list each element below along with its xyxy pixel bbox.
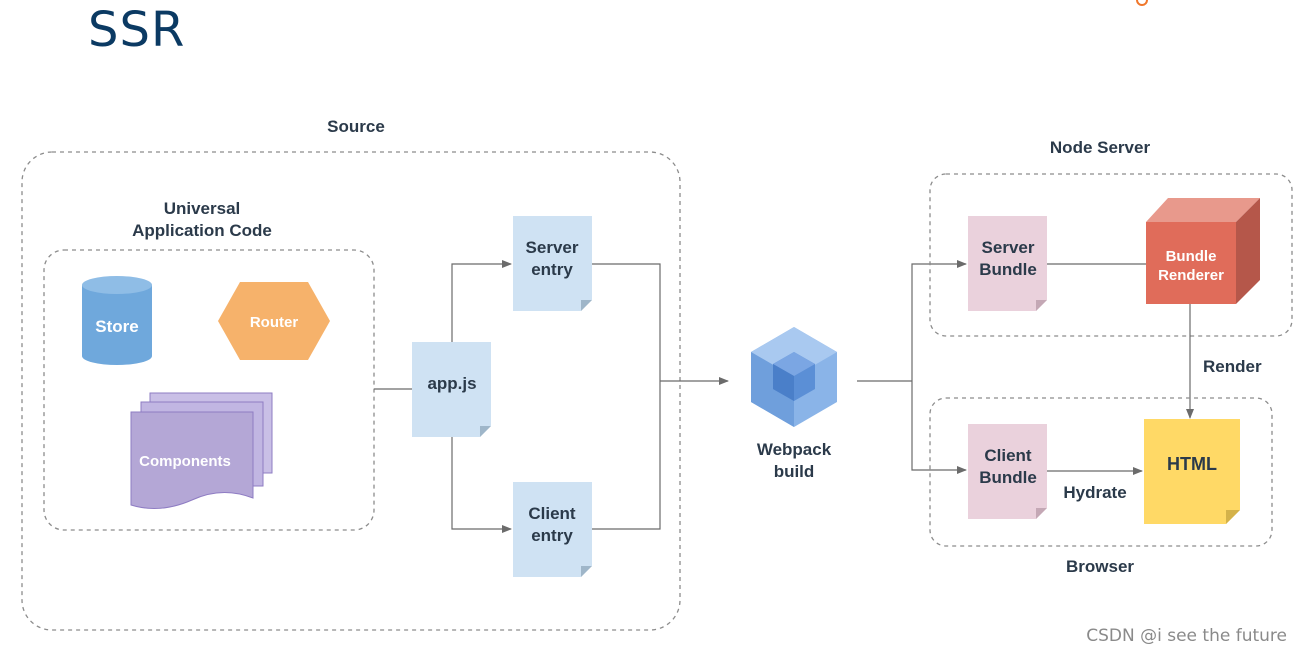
- components-stack-icon: [130, 392, 273, 510]
- client-bundle-label-line2: Bundle: [979, 468, 1037, 487]
- webpack-label-line2: build: [774, 462, 815, 481]
- bundle-renderer-box-icon: [1146, 198, 1260, 304]
- hydrate-label: Hydrate: [1063, 483, 1126, 502]
- html-document-icon: [1144, 419, 1240, 524]
- router-hexagon-icon: [218, 282, 330, 360]
- client-entry-document-icon: [513, 482, 592, 577]
- browser-frame: [929, 397, 1273, 547]
- server-entry-label-line1: Server: [526, 238, 579, 257]
- client-bundle-document-icon: [968, 424, 1047, 519]
- client-entry-label-line1: Client: [528, 504, 576, 523]
- store-label: Store: [95, 317, 138, 336]
- universal-label-line2: Application Code: [132, 221, 272, 240]
- source-group-frame: [21, 151, 681, 631]
- corner-logo-icon: [1136, 0, 1148, 6]
- server-bundle-label-line2: Bundle: [979, 260, 1037, 279]
- universal-code-frame: [43, 249, 375, 531]
- universal-label-line1: Universal: [164, 199, 241, 218]
- page-title: SSR: [88, 2, 186, 58]
- bundle-renderer-label-line2: Renderer: [1158, 267, 1224, 284]
- client-bundle-label-line1: Client: [984, 446, 1032, 465]
- browser-label: Browser: [1066, 557, 1134, 576]
- store-database-icon: [82, 276, 152, 365]
- server-entry-label-line2: entry: [531, 260, 573, 279]
- webpack-label-line1: Webpack: [757, 440, 832, 459]
- server-bundle-label-line1: Server: [982, 238, 1035, 257]
- webpack-connectors: [857, 260, 967, 474]
- appjs-document-icon: [412, 342, 491, 437]
- appjs-label: app.js: [427, 374, 476, 393]
- node-server-label: Node Server: [1050, 138, 1151, 157]
- source-label: Source: [327, 117, 385, 136]
- client-entry-label-line2: entry: [531, 526, 573, 545]
- server-bundle-document-icon: [968, 216, 1047, 311]
- bundle-renderer-label-line1: Bundle: [1166, 248, 1217, 265]
- components-label: Components: [139, 453, 231, 470]
- webpack-cube-icon: [751, 327, 837, 427]
- render-label: Render: [1203, 357, 1262, 376]
- source-connectors: [374, 260, 729, 533]
- html-label: HTML: [1167, 454, 1217, 474]
- server-entry-document-icon: [513, 216, 592, 311]
- router-label: Router: [250, 314, 298, 331]
- watermark: CSDN @i see the future: [1086, 626, 1287, 646]
- node-server-frame: [929, 173, 1293, 337]
